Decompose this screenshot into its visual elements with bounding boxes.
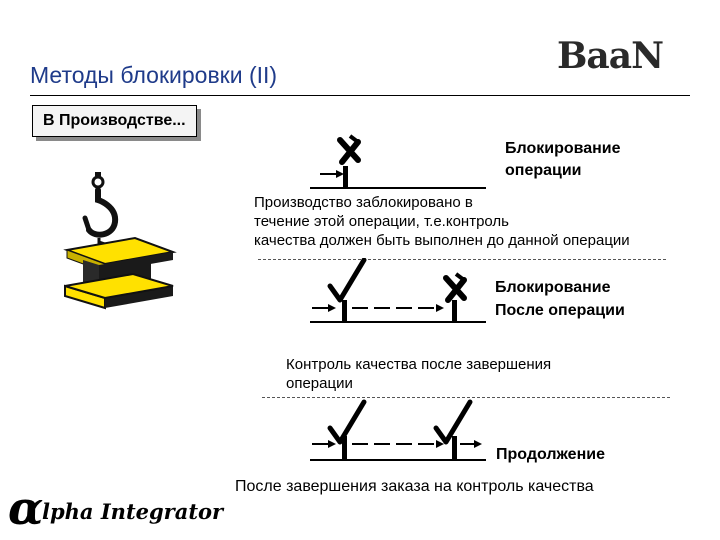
block-1-description-line-2: течение этой операции, т.е.контроль: [254, 213, 509, 230]
section-badge: В Производстве...: [32, 105, 197, 137]
block-1-heading-line-2: операции: [505, 162, 582, 179]
continuation-diagram: [310, 399, 486, 461]
title-divider: [30, 95, 690, 96]
check-mark-icon: [327, 399, 367, 445]
block-1-description-line-3: качества должен быть выполнен до данной …: [254, 232, 630, 249]
svg-text:BaaN: BaaN: [557, 35, 663, 77]
cross-mark-icon: [337, 134, 361, 165]
separator-2: [262, 397, 670, 398]
hook-beam-icon: [63, 172, 177, 310]
check-mark-icon: [327, 258, 367, 303]
cross-mark-icon: [443, 272, 467, 303]
check-mark-icon: [433, 399, 473, 445]
block-1-description-line-1: Производство заблокировано в: [254, 194, 473, 211]
block-2-description-line-1: Контроль качества после завершения: [286, 356, 552, 373]
block-3-description: После завершения заказа на контроль каче…: [235, 478, 594, 495]
block-2-heading-line-1: Блокирование: [495, 279, 611, 296]
slide-title: Методы блокировки (II): [30, 62, 278, 88]
operation-block-diagram: [310, 134, 486, 189]
baan-logo: BaaN: [557, 35, 664, 77]
separator-1: [258, 259, 666, 260]
block-2-heading-line-2: После операции: [495, 302, 625, 319]
block-1-heading-line-1: Блокирование: [505, 140, 621, 157]
block-3-heading: Продолжение: [496, 446, 605, 463]
alpha-integrator-logo: α lpha Integrator: [8, 481, 224, 535]
block-2-description-line-2: операции: [286, 375, 353, 392]
after-operation-block-diagram: [310, 258, 486, 323]
